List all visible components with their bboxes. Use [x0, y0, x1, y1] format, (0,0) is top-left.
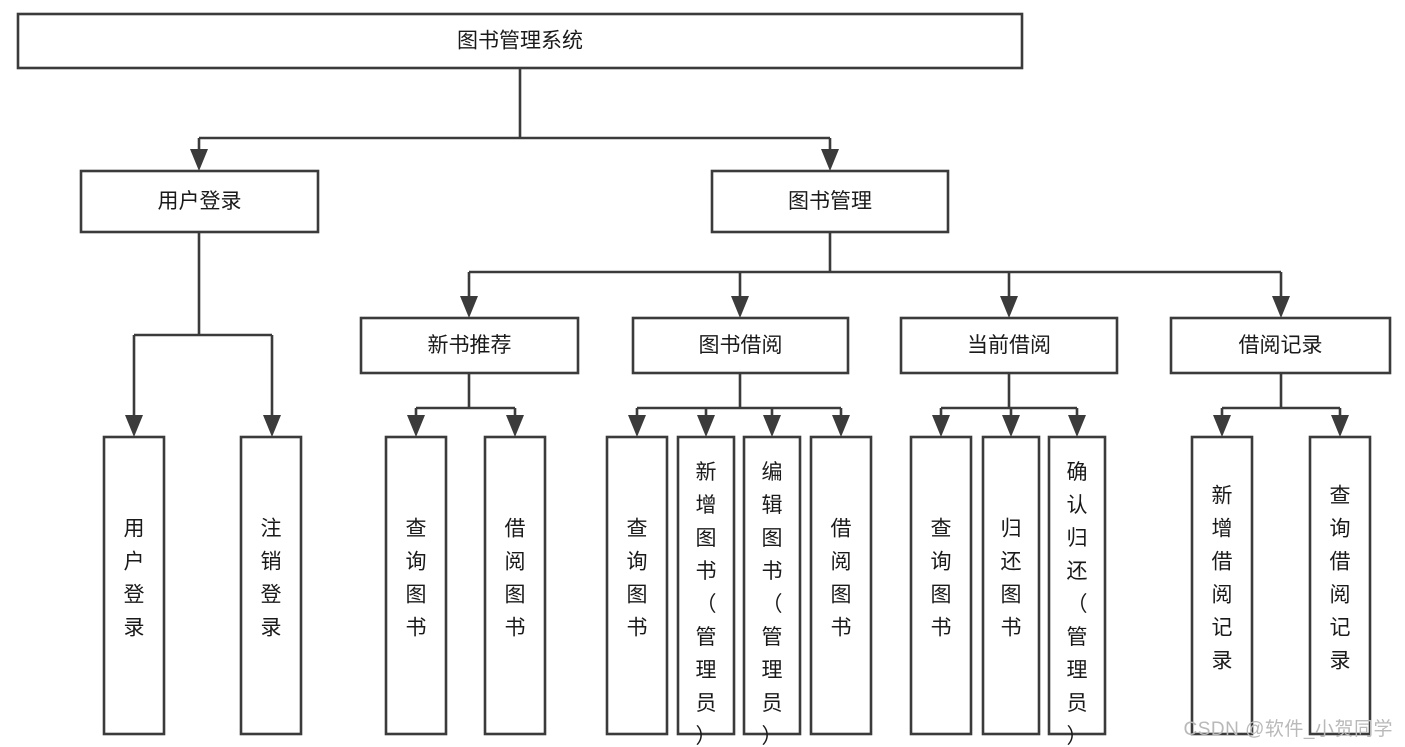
node-leaf-borrow-book-rec[interactable]: 借阅图书 [483, 435, 547, 736]
node-leaf-logout[interactable]: 注销登录 [239, 435, 303, 736]
arrowhead-icon [697, 415, 715, 437]
node-label: 查询图书 [406, 518, 427, 640]
node-borrow-record[interactable]: 借阅记录 [1169, 316, 1392, 375]
arrowhead-icon [1002, 415, 1020, 437]
node-box[interactable] [359, 316, 580, 375]
node-box[interactable] [631, 316, 850, 375]
node-label: 查询借阅记录 [1330, 485, 1351, 673]
node-leaf-query-book-borrow[interactable]: 查询图书 [605, 435, 669, 736]
node-label: 用户登录 [158, 190, 242, 213]
node-layer: 图书管理系统用户登录图书管理新书推荐图书借阅当前借阅借阅记录用户登录注销登录查询… [16, 12, 1392, 747]
node-user-login[interactable]: 用户登录 [79, 169, 320, 234]
arrowhead-icon [821, 149, 839, 171]
connector-layer [125, 68, 1349, 437]
connector-borrow-record-bus [1213, 373, 1349, 437]
node-label: 借阅图书 [505, 518, 526, 640]
arrowhead-icon [763, 415, 781, 437]
node-label: 查询图书 [931, 518, 952, 640]
node-label: 当前借阅 [967, 334, 1051, 357]
node-label: 归还图书 [1001, 518, 1022, 640]
arrowhead-icon [832, 415, 850, 437]
node-label: 注销登录 [261, 518, 282, 640]
node-label: 编辑图书（管理员） [762, 461, 783, 747]
node-book-management[interactable]: 图书管理 [710, 169, 950, 234]
connector-user-login-bus [125, 232, 281, 437]
arrowhead-icon [407, 415, 425, 437]
connector-book-borrow-bus [628, 373, 850, 437]
arrowhead-icon [1000, 296, 1018, 318]
node-label: 查询图书 [627, 518, 648, 640]
node-leaf-user-login[interactable]: 用户登录 [102, 435, 166, 736]
arrowhead-icon [190, 149, 208, 171]
arrowhead-icon [628, 415, 646, 437]
node-leaf-query-book-rec[interactable]: 查询图书 [384, 435, 448, 736]
node-box[interactable] [605, 435, 669, 736]
arrowhead-icon [1331, 415, 1349, 437]
connector-current-borrow-bus [932, 373, 1086, 437]
arrowhead-icon [263, 415, 281, 437]
node-leaf-add-borrow-record[interactable]: 新增借阅记录 [1190, 435, 1254, 736]
node-current-borrow[interactable]: 当前借阅 [899, 316, 1119, 375]
arrowhead-icon [1213, 415, 1231, 437]
arrowhead-icon [125, 415, 143, 437]
node-label: 新增图书（管理员） [696, 461, 717, 747]
node-label: 借阅图书 [831, 518, 852, 640]
node-box[interactable] [102, 435, 166, 736]
node-label: 图书管理系统 [457, 30, 583, 53]
connector-root-bus [190, 68, 839, 171]
node-box[interactable] [79, 169, 320, 234]
arrowhead-icon [460, 296, 478, 318]
connector-book-management-bus [460, 232, 1290, 318]
node-box[interactable] [483, 435, 547, 736]
node-box[interactable] [1308, 435, 1372, 736]
node-book-borrow[interactable]: 图书借阅 [631, 316, 850, 375]
arrowhead-icon [731, 296, 749, 318]
watermark: CSDN @软件_小贺同学 [1183, 719, 1393, 740]
node-box[interactable] [1190, 435, 1254, 736]
node-leaf-return-book[interactable]: 归还图书 [981, 435, 1041, 736]
node-box[interactable] [239, 435, 303, 736]
node-box[interactable] [981, 435, 1041, 736]
node-leaf-query-borrow-record[interactable]: 查询借阅记录 [1308, 435, 1372, 736]
node-box[interactable] [676, 435, 736, 736]
node-label: 图书管理 [788, 190, 872, 213]
node-new-book-recommend[interactable]: 新书推荐 [359, 316, 580, 375]
node-label: 用户登录 [124, 518, 145, 640]
arrowhead-icon [1068, 415, 1086, 437]
node-label: 新书推荐 [428, 334, 512, 357]
node-label: 确认归还（管理员） [1067, 461, 1088, 747]
node-label: 新增借阅记录 [1212, 485, 1233, 673]
arrowhead-icon [1272, 296, 1290, 318]
node-box[interactable] [384, 435, 448, 736]
node-box[interactable] [710, 169, 950, 234]
node-leaf-edit-book-admin[interactable]: 编辑图书（管理员） [742, 435, 802, 747]
node-label: 图书借阅 [699, 334, 783, 357]
arrowhead-icon [506, 415, 524, 437]
node-box[interactable] [1047, 435, 1107, 736]
node-leaf-add-book-admin[interactable]: 新增图书（管理员） [676, 435, 736, 747]
node-leaf-confirm-return-admin[interactable]: 确认归还（管理员） [1047, 435, 1107, 747]
node-box[interactable] [809, 435, 873, 736]
node-leaf-borrow-book[interactable]: 借阅图书 [809, 435, 873, 736]
node-box[interactable] [899, 316, 1119, 375]
node-box[interactable] [909, 435, 973, 736]
node-root-system[interactable]: 图书管理系统 [16, 12, 1024, 70]
node-box[interactable] [1169, 316, 1392, 375]
arrowhead-icon [932, 415, 950, 437]
node-label: 借阅记录 [1239, 334, 1323, 357]
node-box[interactable] [16, 12, 1024, 70]
node-leaf-query-book-current[interactable]: 查询图书 [909, 435, 973, 736]
connector-new-book-recommend-bus [407, 373, 524, 437]
node-box[interactable] [742, 435, 802, 736]
